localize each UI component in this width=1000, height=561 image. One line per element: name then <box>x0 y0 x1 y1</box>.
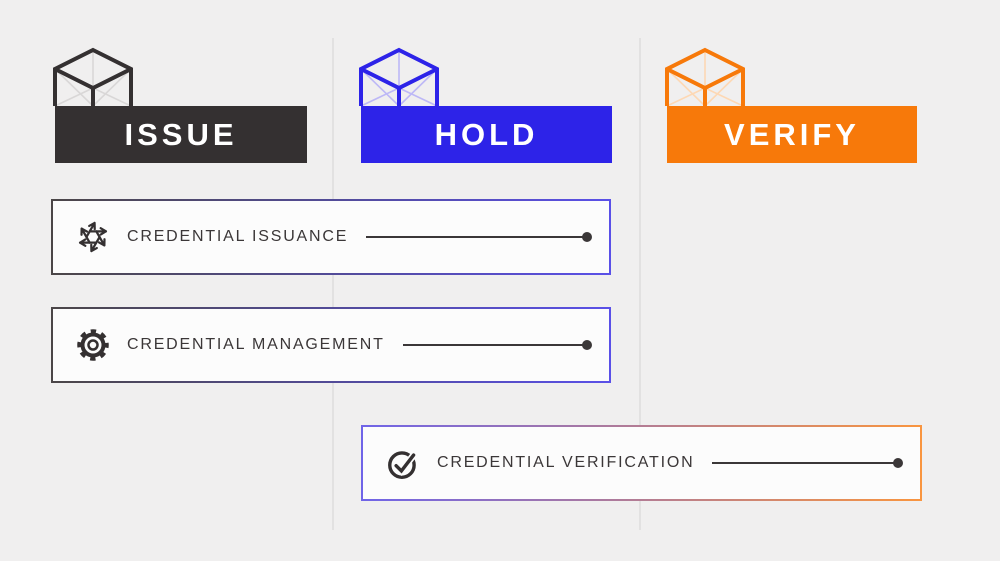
card-body: CREDENTIAL VERIFICATION <box>363 427 920 499</box>
cube-icon <box>53 47 133 106</box>
card-body: CREDENTIAL MANAGEMENT <box>53 309 609 381</box>
column-label: HOLD <box>434 116 539 152</box>
card-label: CREDENTIAL VERIFICATION <box>437 454 695 471</box>
card-label: CREDENTIAL ISSUANCE <box>127 228 349 245</box>
connector-dot <box>582 232 592 242</box>
gear-icon <box>75 327 111 363</box>
aperture-icon <box>75 219 111 255</box>
connector-dot <box>893 458 903 468</box>
column-header-verify: VERIFY <box>667 106 917 163</box>
column-header-hold: HOLD <box>361 106 612 163</box>
connector-line <box>366 232 592 242</box>
column-divider <box>639 38 641 530</box>
column-label: ISSUE <box>124 116 238 152</box>
cube-icon <box>665 47 745 106</box>
cube-icon <box>359 47 439 106</box>
check-circle-icon <box>385 445 421 481</box>
card-label: CREDENTIAL MANAGEMENT <box>127 336 385 353</box>
card-body: CREDENTIAL ISSUANCE <box>53 201 609 273</box>
column-header-issue: ISSUE <box>55 106 307 163</box>
connector-dot <box>582 340 592 350</box>
column-label: VERIFY <box>724 116 860 152</box>
card-credential-verification: CREDENTIAL VERIFICATION <box>361 425 922 501</box>
connector-line <box>712 458 903 468</box>
card-credential-management: CREDENTIAL MANAGEMENT <box>51 307 611 383</box>
connector-line <box>402 340 592 350</box>
card-credential-issuance: CREDENTIAL ISSUANCE <box>51 199 611 275</box>
column-divider <box>332 38 334 530</box>
